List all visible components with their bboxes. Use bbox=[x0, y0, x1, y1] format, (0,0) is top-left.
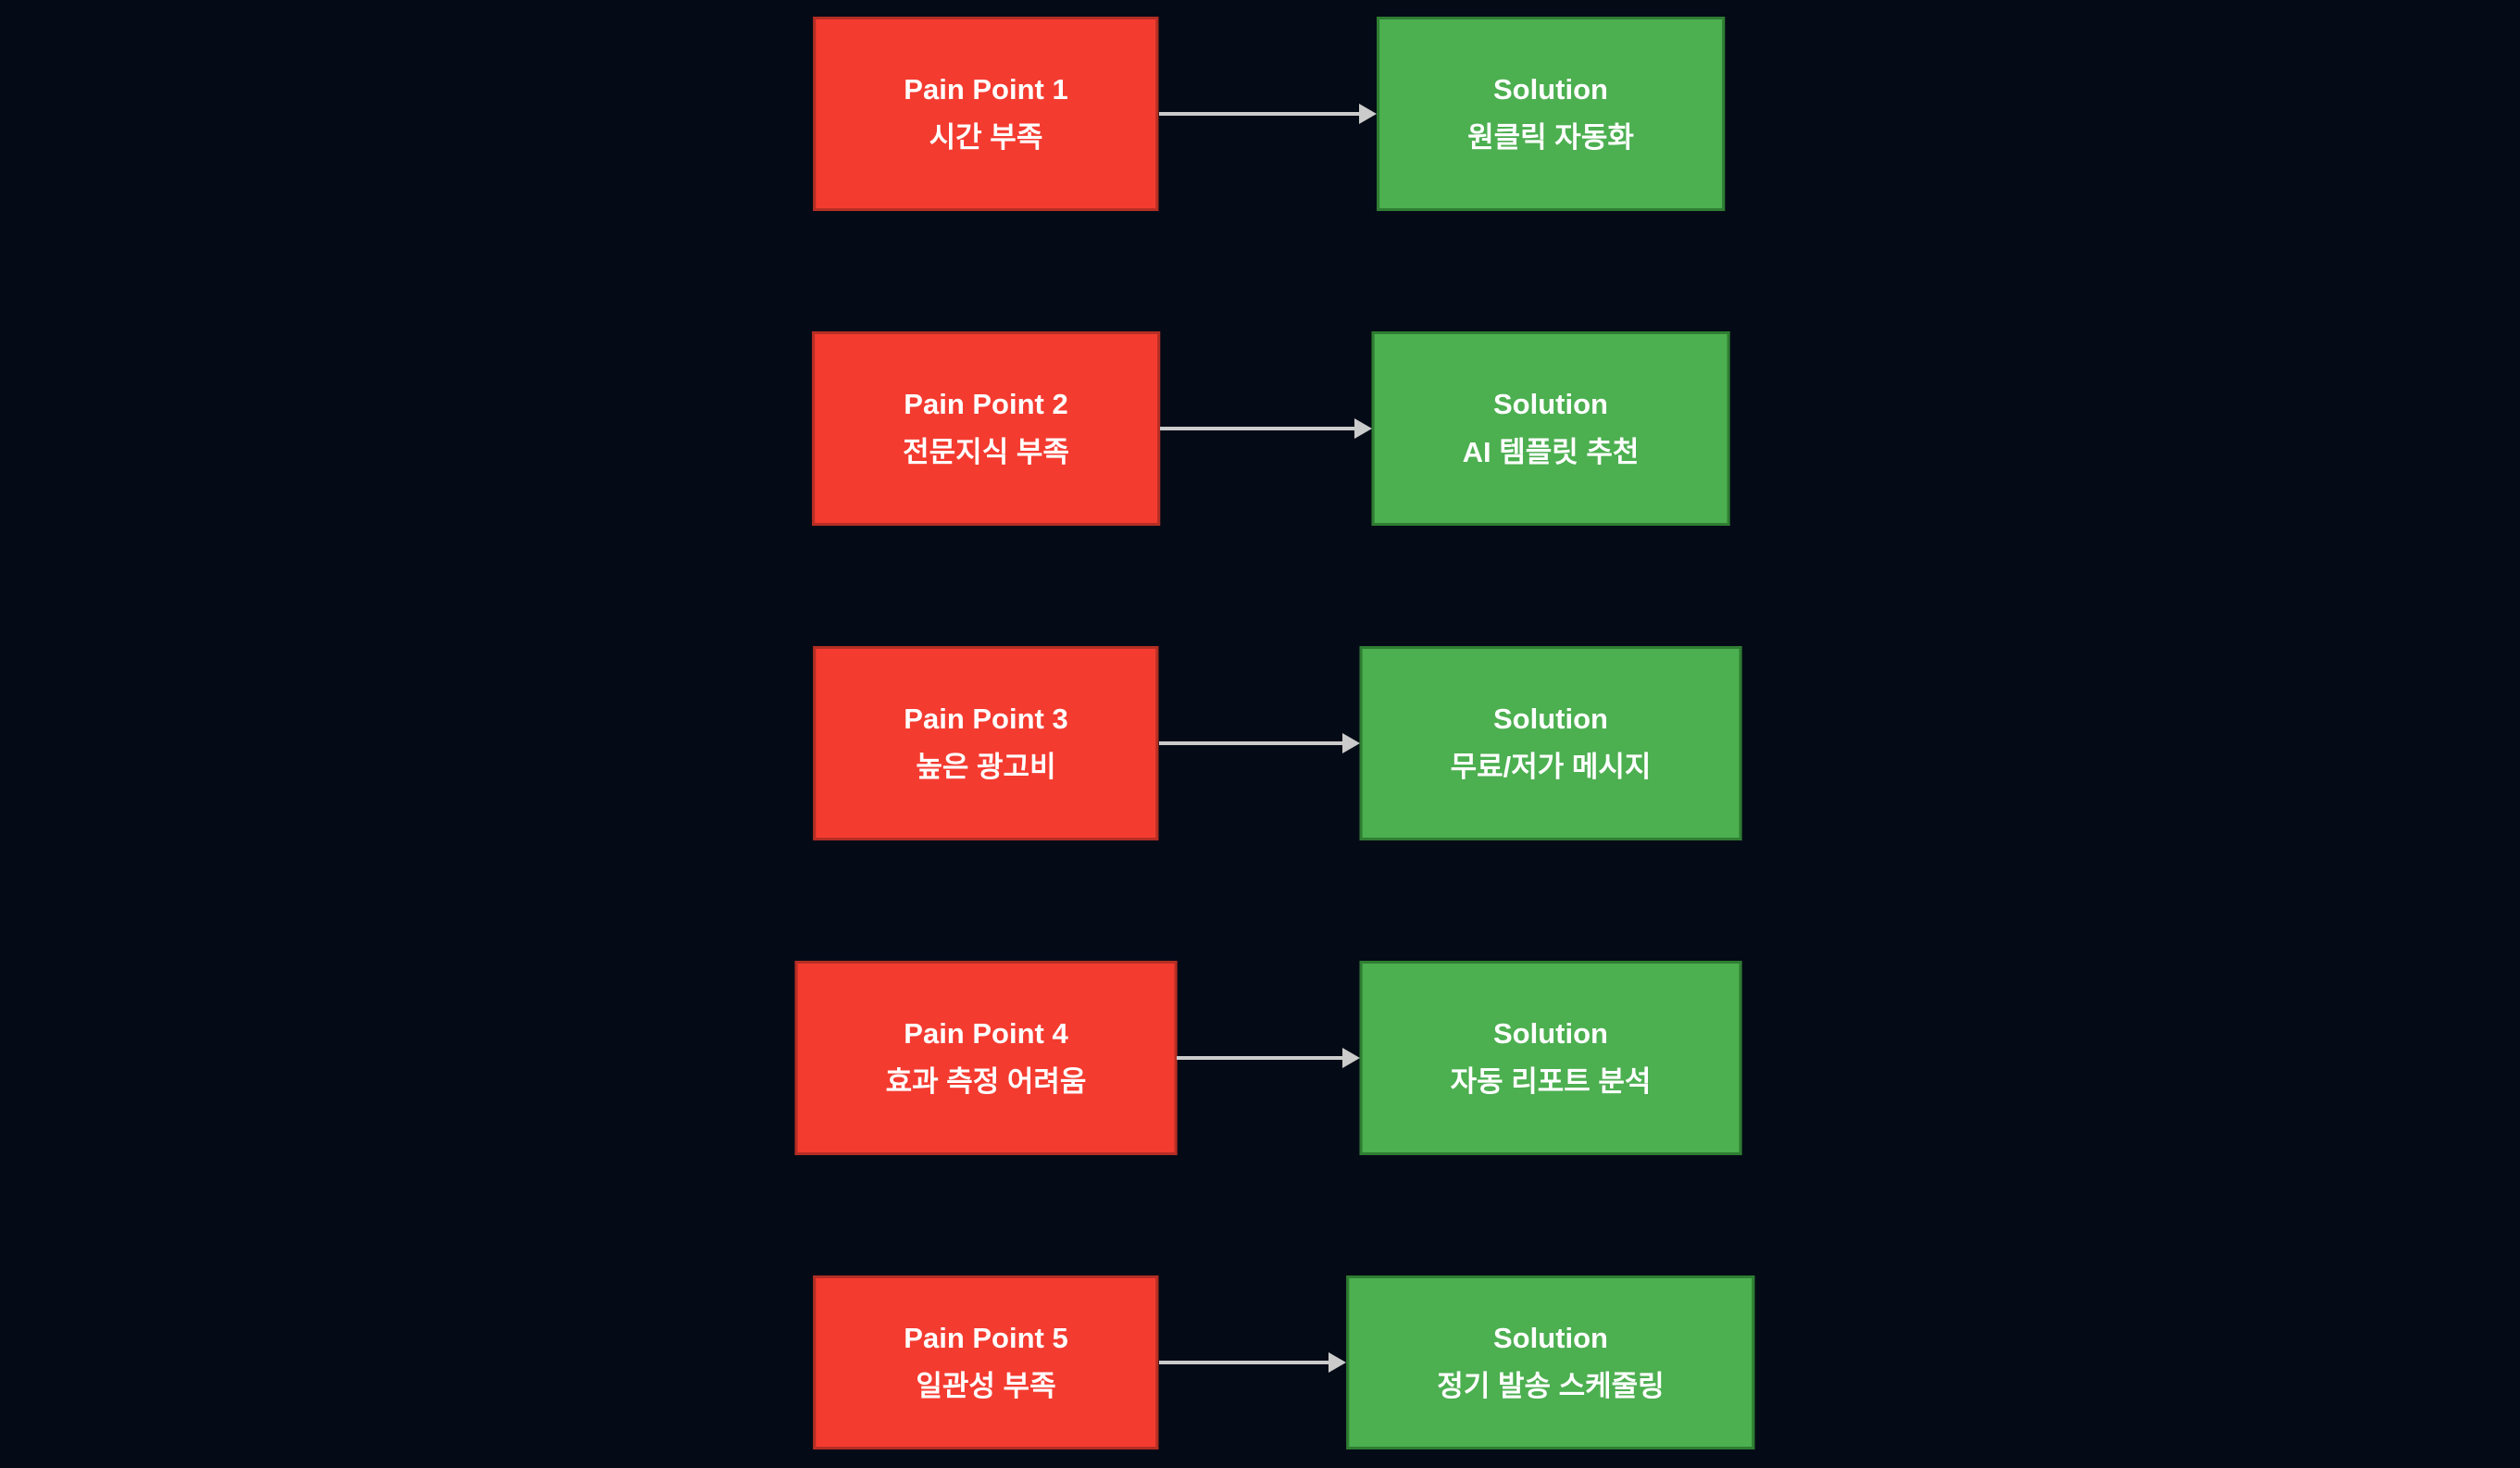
node-title: Solution bbox=[1493, 73, 1608, 106]
node-title: Solution bbox=[1493, 703, 1608, 735]
node-subtitle: 전문지식 부족 bbox=[903, 436, 1069, 468]
node-subtitle: 높은 광고비 bbox=[916, 751, 1056, 783]
node-title: Pain Point 4 bbox=[904, 1017, 1068, 1050]
mapping-row-3: Pain Point 3 높은 광고비 Solution 무료/저가 메시지 bbox=[0, 646, 2520, 840]
flow-arrow bbox=[1159, 417, 1372, 440]
pain-point-node: Pain Point 3 높은 광고비 bbox=[813, 646, 1159, 840]
mapping-row-1: Pain Point 1 시간 부족 Solution 원클릭 자동화 bbox=[0, 17, 2520, 211]
solution-node: Solution 무료/저가 메시지 bbox=[1359, 646, 1742, 840]
arrow-line bbox=[1159, 427, 1356, 430]
arrow-line bbox=[1177, 1056, 1344, 1060]
arrow-head-icon bbox=[1329, 1352, 1347, 1373]
node-subtitle: 시간 부족 bbox=[929, 121, 1043, 154]
arrow-line bbox=[1158, 112, 1362, 116]
node-subtitle: AI 템플릿 추천 bbox=[1462, 436, 1640, 468]
pain-point-node: Pain Point 5 일관성 부족 bbox=[813, 1275, 1159, 1449]
solution-node: Solution 원클릭 자동화 bbox=[1377, 17, 1725, 211]
solution-node: Solution 정기 발송 스케줄링 bbox=[1346, 1275, 1755, 1449]
node-title: Pain Point 5 bbox=[904, 1322, 1068, 1354]
pain-point-node: Pain Point 4 효과 측정 어려움 bbox=[794, 961, 1178, 1155]
node-subtitle: 무료/저가 메시지 bbox=[1450, 751, 1652, 783]
arrow-head-icon bbox=[1341, 733, 1360, 753]
solution-node: Solution AI 템플릿 추천 bbox=[1371, 331, 1730, 526]
node-subtitle: 효과 측정 어려움 bbox=[885, 1065, 1087, 1098]
node-title: Solution bbox=[1493, 388, 1608, 420]
node-title: Solution bbox=[1493, 1017, 1608, 1050]
node-title: Solution bbox=[1493, 1322, 1608, 1354]
pain-point-node: Pain Point 2 전문지식 부족 bbox=[812, 331, 1160, 526]
mapping-row-5: Pain Point 5 일관성 부족 Solution 정기 발송 스케줄링 bbox=[0, 1275, 2520, 1449]
node-title: Pain Point 1 bbox=[904, 73, 1068, 106]
arrow-head-icon bbox=[1359, 104, 1378, 124]
mapping-row-4: Pain Point 4 효과 측정 어려움 Solution 자동 리포트 분… bbox=[0, 961, 2520, 1155]
mapping-row-2: Pain Point 2 전문지식 부족 Solution AI 템플릿 추천 bbox=[0, 331, 2520, 526]
flow-arrow bbox=[1177, 1047, 1360, 1069]
arrow-line bbox=[1158, 741, 1344, 745]
arrow-head-icon bbox=[1341, 1048, 1360, 1068]
pain-point-node: Pain Point 1 시간 부족 bbox=[813, 17, 1159, 211]
node-subtitle: 원클릭 자동화 bbox=[1467, 121, 1634, 154]
arrow-line bbox=[1158, 1361, 1331, 1364]
node-title: Pain Point 2 bbox=[904, 388, 1068, 420]
flow-arrow bbox=[1158, 1351, 1347, 1374]
node-subtitle: 일관성 부족 bbox=[916, 1370, 1056, 1402]
node-title: Pain Point 3 bbox=[904, 703, 1068, 735]
node-subtitle: 정기 발송 스케줄링 bbox=[1437, 1370, 1665, 1402]
solution-node: Solution 자동 리포트 분석 bbox=[1359, 961, 1742, 1155]
flow-arrow bbox=[1158, 732, 1360, 754]
flow-arrow bbox=[1158, 103, 1378, 125]
node-subtitle: 자동 리포트 분석 bbox=[1450, 1065, 1652, 1098]
arrow-head-icon bbox=[1354, 418, 1372, 439]
